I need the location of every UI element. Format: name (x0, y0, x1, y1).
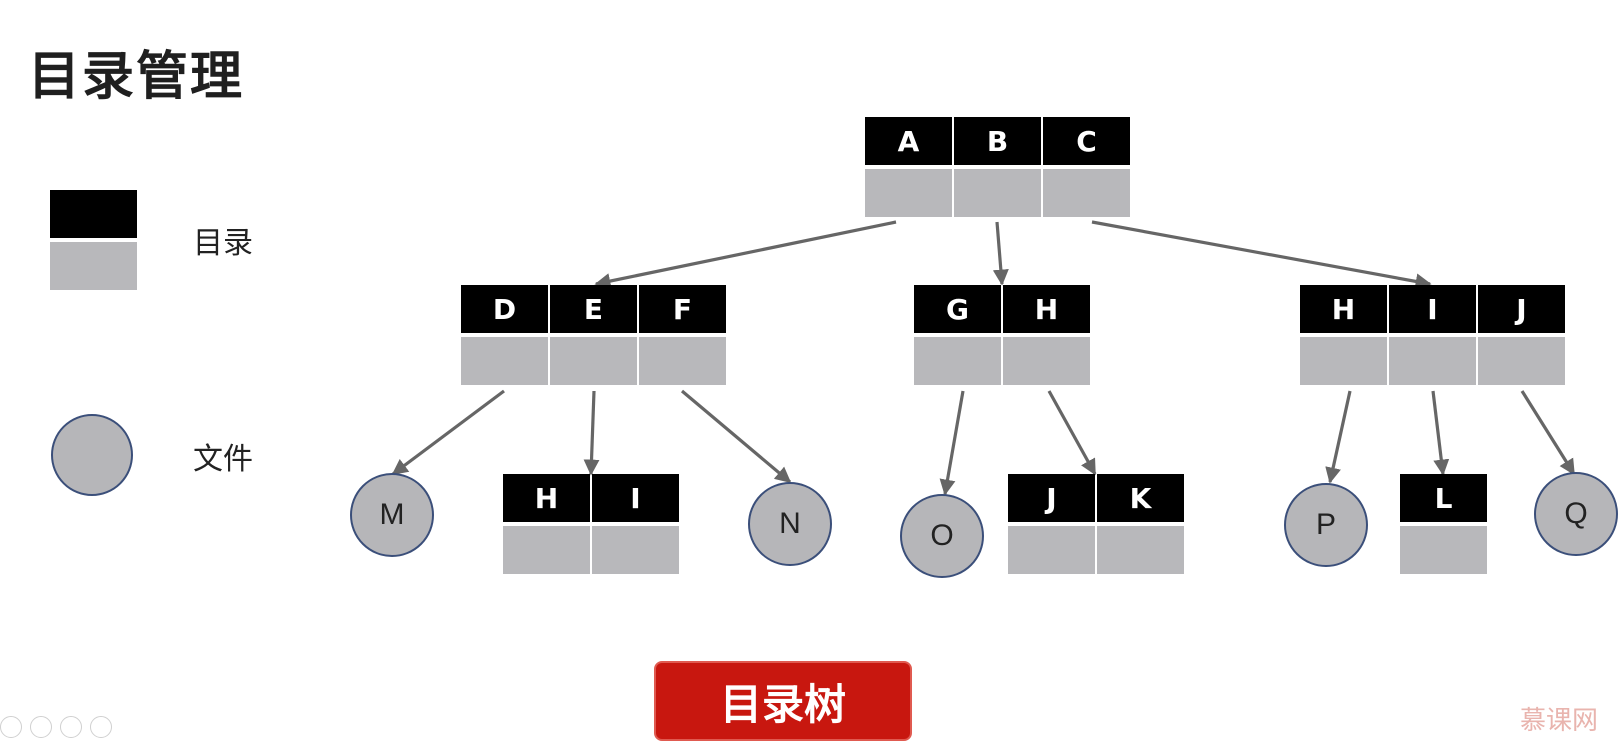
caption-button: 目录树 (654, 661, 912, 741)
entry-label: B (954, 117, 1041, 165)
page-title: 目录管理 (28, 47, 245, 107)
edge-hij-to-p (1325, 390, 1352, 484)
edge-def-to-m (391, 389, 505, 476)
edge-abc-to-def (594, 220, 897, 289)
entry-label: C (1043, 117, 1130, 165)
nav-dot[interactable] (30, 716, 52, 738)
entry-label: D (461, 285, 548, 333)
edge-gh-to-o (939, 390, 965, 496)
directory-node-jk: J K (1008, 474, 1184, 574)
nav-dot[interactable] (90, 716, 112, 738)
nav-dot[interactable] (60, 716, 82, 738)
directory-node-hi: H I (503, 474, 679, 574)
legend-directory-icon (50, 190, 137, 290)
nav-dot[interactable] (0, 716, 22, 738)
legend-file-label: 文件 (193, 442, 253, 477)
file-node-q: Q (1534, 472, 1618, 556)
directory-node-gh: G H (914, 285, 1090, 385)
edge-abc-to-hij (1091, 220, 1432, 290)
edge-hij-to-l (1431, 390, 1450, 476)
entry-label: E (550, 285, 637, 333)
entry-label: H (1300, 285, 1387, 333)
file-node-o: O (900, 494, 984, 578)
edge-hij-to-q (1520, 390, 1576, 476)
legend-file-icon (51, 414, 133, 496)
edge-gh-to-jk (1047, 390, 1097, 476)
legend-directory-label: 目录 (193, 226, 253, 261)
entry-label: I (592, 474, 679, 522)
entry-label: K (1097, 474, 1184, 522)
entry-label: J (1008, 474, 1095, 522)
directory-node-hij: H I J (1300, 285, 1565, 385)
directory-node-def: D E F (461, 285, 726, 385)
entry-label: G (914, 285, 1001, 333)
file-node-n: N (748, 482, 832, 566)
entry-label: J (1478, 285, 1565, 333)
directory-node-abc: A B C (865, 117, 1130, 217)
entry-label: I (1389, 285, 1476, 333)
entry-label: L (1400, 474, 1487, 522)
file-node-m: M (350, 473, 434, 557)
edge-def-to-hi (583, 390, 600, 476)
caption-label: 目录树 (719, 680, 846, 729)
tree-edges (391, 220, 1576, 496)
file-node-p: P (1284, 483, 1368, 567)
edge-abc-to-gh (992, 221, 1009, 286)
edge-def-to-n (680, 389, 792, 484)
directory-node-l: L (1400, 474, 1487, 574)
slide-nav-dots[interactable] (0, 716, 112, 738)
entry-label: A (865, 117, 952, 165)
entry-label: H (503, 474, 590, 522)
entry-label: H (1003, 285, 1090, 333)
entry-label: F (639, 285, 726, 333)
watermark-logo: 慕课网 (1520, 706, 1599, 736)
